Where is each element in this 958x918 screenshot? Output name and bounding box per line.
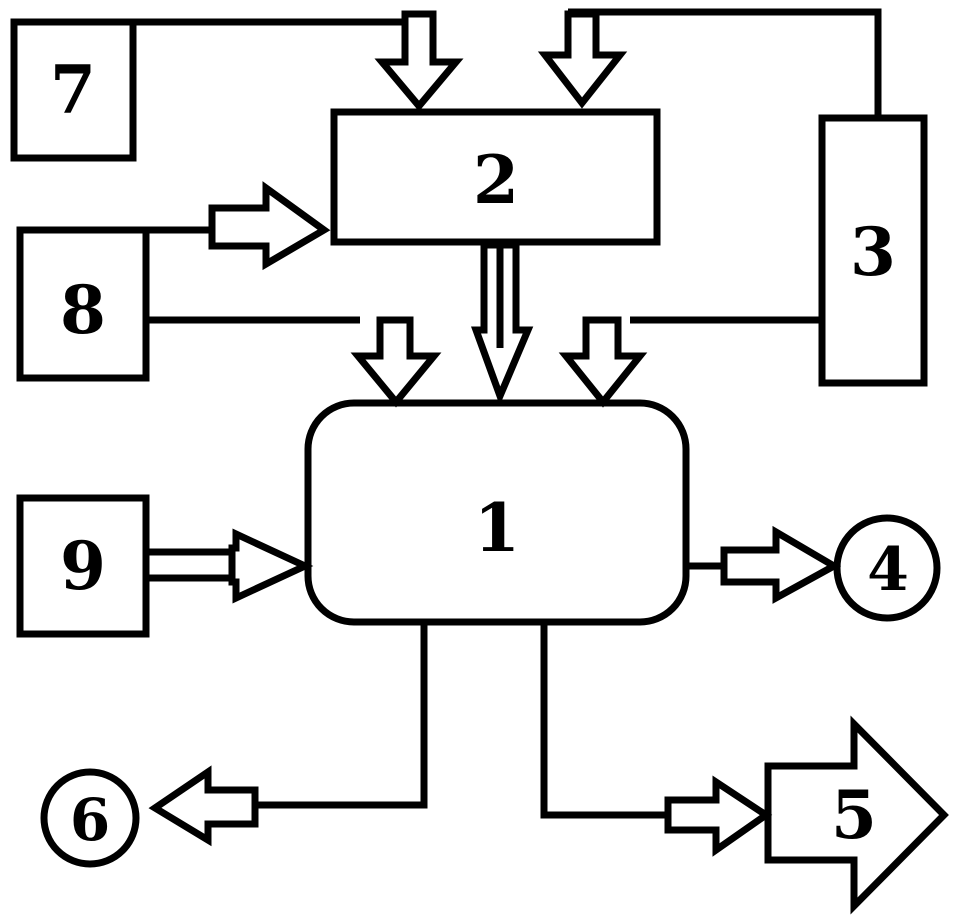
block-1: [304, 399, 690, 626]
arrow-1-to-6: [148, 765, 259, 847]
output-6: [40, 768, 140, 868]
label-block-2: 2: [473, 141, 519, 219]
arrow-3-to-2: [537, 10, 628, 109]
label-block-3: 3: [850, 213, 896, 291]
block-2: [330, 108, 661, 246]
arrow-1-to-4: [720, 525, 842, 604]
line-3-to-2: [568, 8, 882, 115]
label-output-6: 6: [70, 786, 110, 854]
label-output-5: 5: [831, 776, 877, 854]
label-block-9: 9: [60, 527, 106, 605]
block-3: [818, 114, 928, 387]
arrow-8-to-1: [350, 316, 442, 408]
label-block-7: 7: [50, 51, 96, 129]
label-block-1: 1: [474, 489, 520, 567]
arrow-1-to-5: [664, 775, 773, 857]
block-8: [16, 226, 150, 382]
label-block-8: 8: [60, 271, 106, 349]
arrow-8-to-2: [208, 181, 331, 271]
arrow-9-to-1: [228, 528, 314, 604]
line-1-to-6: [255, 622, 428, 809]
block-7: [10, 18, 137, 162]
arrow-7-to-2: [374, 10, 464, 112]
output-5-arrow-shape: [764, 715, 949, 915]
block-9: [16, 494, 150, 638]
arrow-3-to-1: [558, 316, 648, 408]
connector-lines: [133, 8, 882, 819]
line-1-to-5: [540, 622, 668, 819]
label-output-4: 4: [867, 535, 909, 605]
